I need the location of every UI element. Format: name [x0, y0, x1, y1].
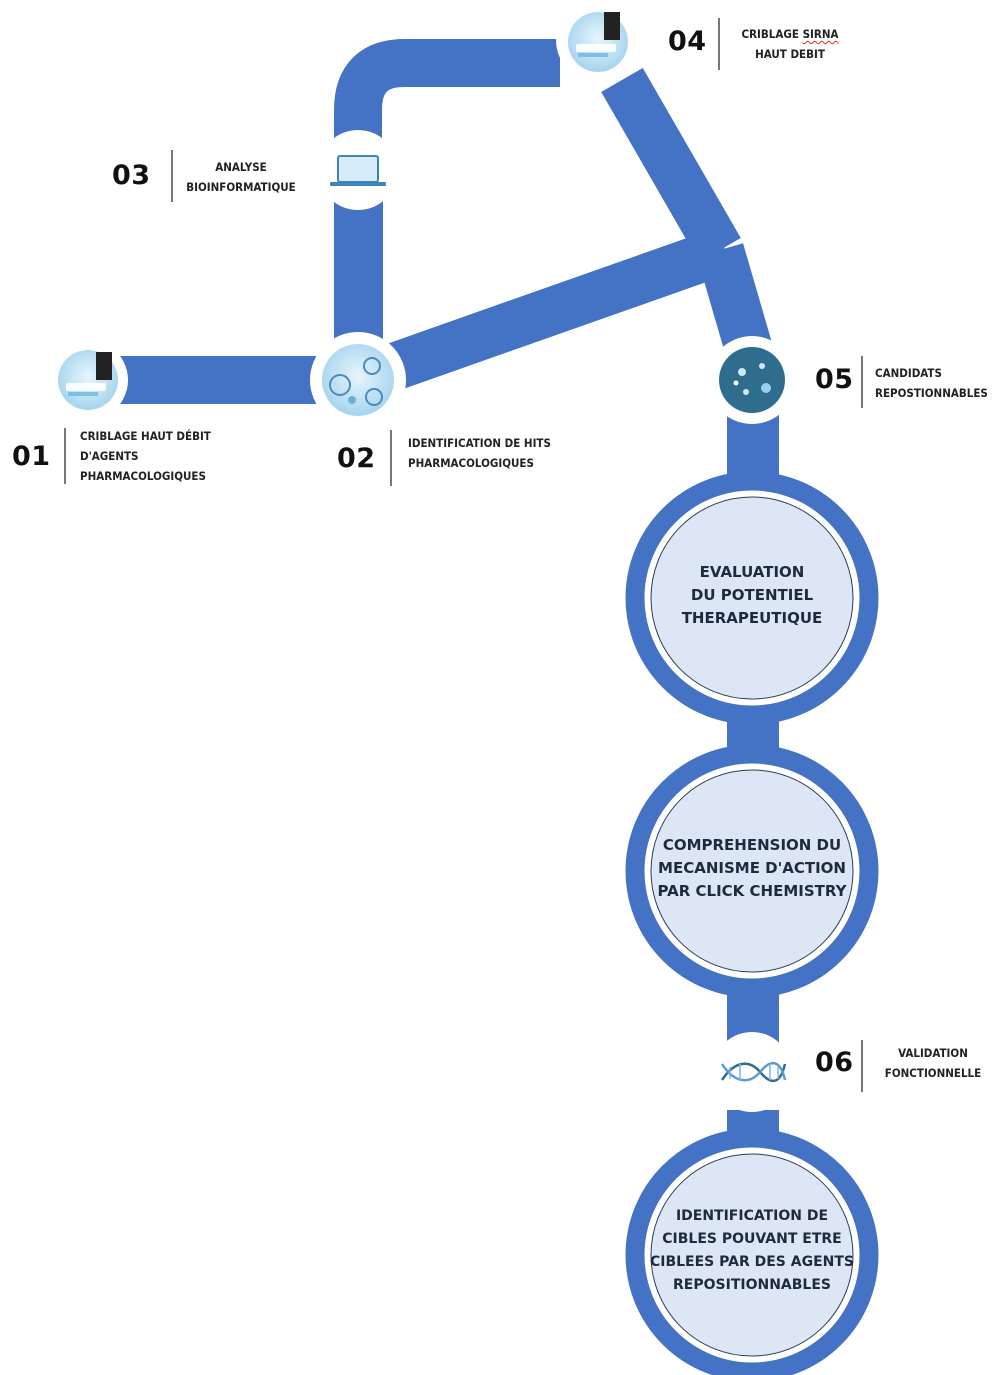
step-label-04-line2: HAUT DEBIT — [755, 47, 825, 61]
stage-circle-1-line1: EVALUATION — [699, 563, 805, 581]
stage-circle-2 — [625, 744, 879, 998]
stage-circle-3-line2: CIBLES POUVANT ETRE — [662, 1231, 842, 1247]
step-divider-04 — [718, 18, 720, 70]
step-node-02 — [310, 332, 406, 428]
step-label-02: IDENTIFICATION DE HITS PHARMACOLOGIQUES — [408, 433, 551, 473]
step-label-01-line1: CRIBLAGE HAUT DÉBIT — [80, 429, 211, 443]
dna-helix-icon — [720, 1062, 787, 1082]
step-label-06: VALIDATION FONCTIONNELLE — [868, 1043, 998, 1083]
step-divider-05 — [861, 356, 863, 408]
step-label-01: CRIBLAGE HAUT DÉBIT D'AGENTS PHARMACOLOG… — [80, 426, 211, 486]
step-divider-03 — [171, 150, 173, 202]
stage-circle-3 — [625, 1128, 879, 1375]
path-04-junction — [601, 68, 741, 262]
step-label-03: ANALYSE BIOINFORMATIQUE — [176, 157, 306, 197]
step-divider-02 — [390, 430, 392, 486]
step-label-05-line2: REPOSTIONNABLES — [875, 386, 988, 400]
laptop-icon — [337, 155, 379, 183]
step-label-03-line2: BIOINFORMATIQUE — [186, 180, 296, 194]
step-label-06-line2: FONCTIONNELLE — [884, 1066, 982, 1080]
stage-circle-3-line3: CIBLEES PAR DES AGENTS — [649, 1254, 854, 1270]
stage-circle-1 — [625, 471, 879, 725]
step-label-06-line1: VALIDATION — [898, 1046, 968, 1060]
step-node-06 — [712, 1032, 792, 1112]
step-label-02-line1: IDENTIFICATION DE HITS — [408, 436, 551, 450]
stage-circle-2-line1: COMPREHENSION DU — [662, 836, 842, 854]
step-node-05 — [708, 336, 796, 424]
stage-circle-1-text: EVALUATION DU POTENTIEL THERAPEUTIQUE — [652, 561, 852, 630]
step-label-02-line2: PHARMACOLOGIQUES — [408, 456, 534, 470]
step-label-03-line1: ANALYSE — [215, 160, 267, 174]
step-node-01 — [48, 340, 128, 420]
step-number-06: 06 — [815, 1047, 854, 1078]
step-node-04 — [556, 0, 640, 82]
stage-circle-2-line2: MECANISME D'ACTION — [658, 859, 846, 877]
path-03-04 — [334, 39, 560, 158]
path-02-03 — [334, 180, 383, 360]
stage-circle-2-text: COMPREHENSION DU MECANISME D'ACTION PAR … — [647, 834, 857, 903]
stage-circle-2-line3: PAR CLICK CHEMISTRY — [657, 882, 847, 900]
path-01-02 — [110, 356, 335, 404]
step-number-04: 04 — [668, 26, 707, 57]
path-02-junction — [377, 227, 733, 393]
stage-circle-3-line4: REPOSITIONNABLES — [673, 1277, 831, 1293]
step-number-01: 01 — [12, 441, 51, 472]
cells-icon — [719, 347, 785, 413]
step-label-04-line1: CRIBLAGE siRNA — [741, 27, 839, 41]
stage-circle-1-line2: DU POTENTIEL — [690, 586, 814, 604]
step-label-05-line1: CANDIDATS — [875, 366, 942, 380]
petri-cells-icon — [322, 344, 394, 416]
step-divider-06 — [861, 1040, 863, 1092]
spellcheck-mark: siRNA — [802, 27, 839, 41]
step-label-05: CANDIDATS REPOSTIONNABLES — [875, 363, 988, 403]
step-number-05: 05 — [815, 364, 854, 395]
step-label-01-line3: PHARMACOLOGIQUES — [80, 469, 206, 483]
step-number-03: 03 — [112, 160, 151, 191]
step-label-01-line2: D'AGENTS — [80, 449, 139, 463]
stage-circle-3-text: IDENTIFICATION DE CIBLES POUVANT ETRE CI… — [644, 1205, 860, 1297]
step-node-03 — [318, 130, 398, 210]
stage-circle-3-line1: IDENTIFICATION DE — [675, 1208, 829, 1224]
stage-circle-1-line3: THERAPEUTIQUE — [681, 609, 823, 627]
step-divider-01 — [64, 428, 66, 484]
step-label-04: CRIBLAGE siRNA HAUT DEBIT — [726, 24, 854, 64]
step-number-02: 02 — [337, 443, 376, 474]
